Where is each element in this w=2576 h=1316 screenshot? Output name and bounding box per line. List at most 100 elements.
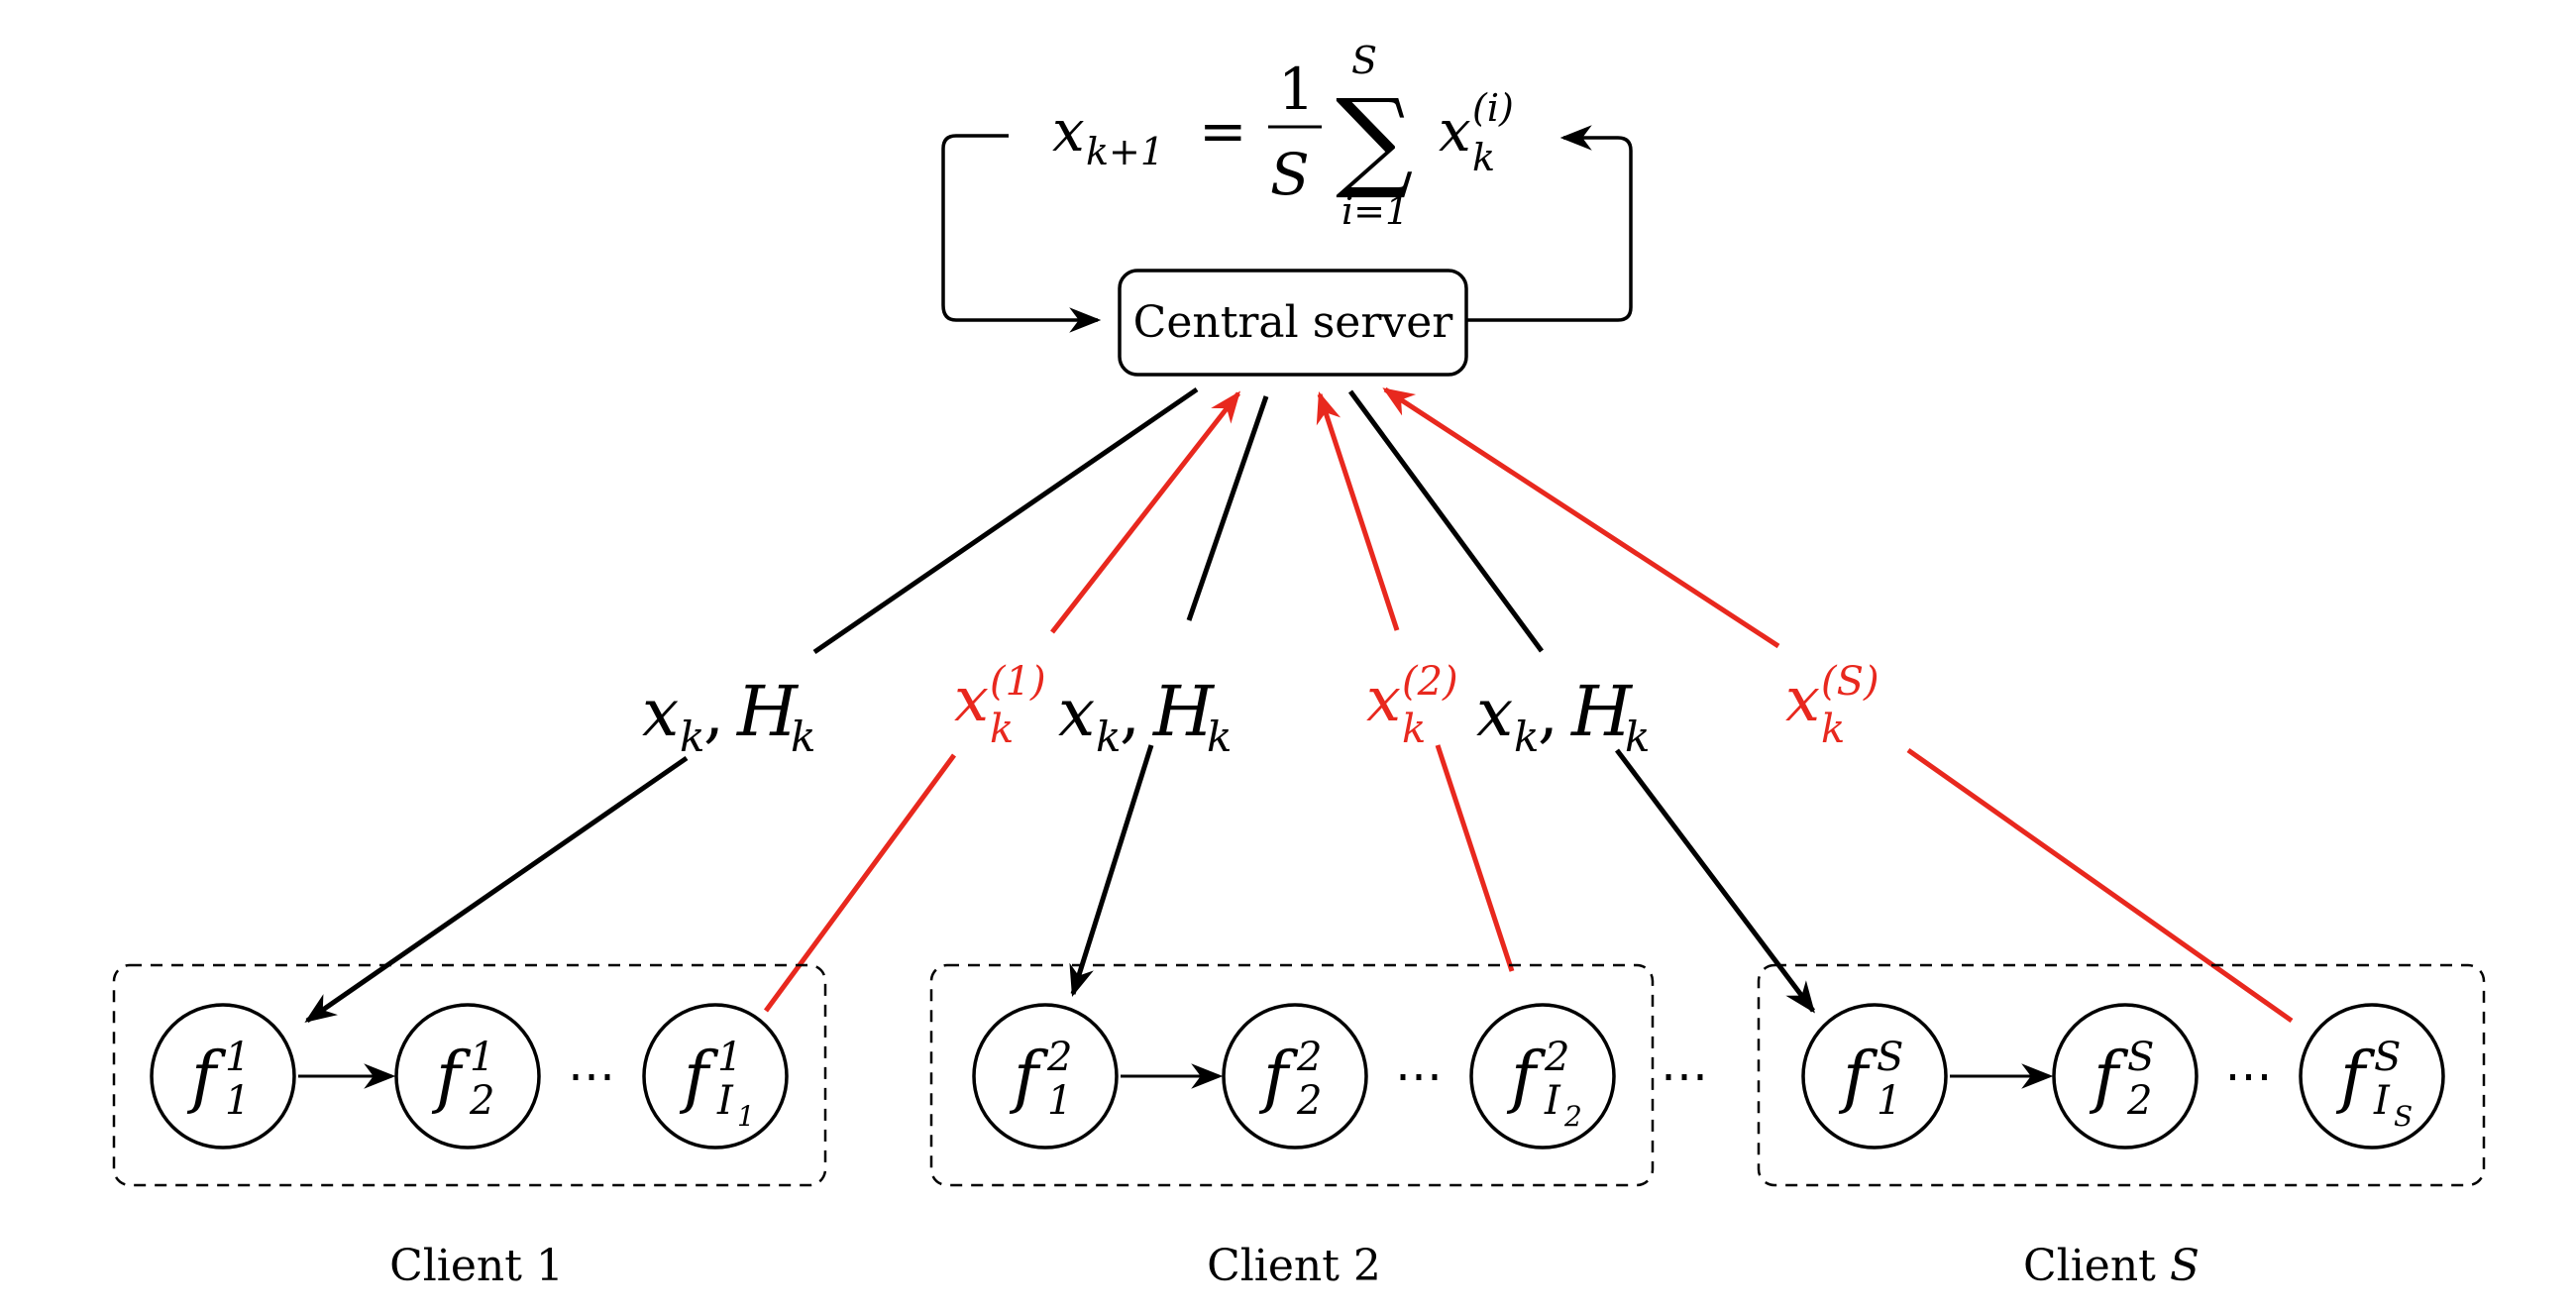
broadcast-label-history: H	[1151, 671, 1216, 752]
upload-line-2-lower	[1435, 744, 1515, 972]
node-superscript: 2	[1544, 1035, 1569, 1080]
loop-arrow-right	[1466, 125, 1633, 322]
loop-arrow-left	[941, 134, 1102, 333]
upload-label-var: x	[1785, 663, 1820, 735]
node-circle	[1222, 1003, 1368, 1150]
node-sub-subscript: 1	[737, 1100, 755, 1133]
client-caption: Client S	[2023, 1241, 2200, 1291]
broadcast-label-var: x	[1058, 675, 1095, 751]
broadcast-label-separator: ,	[1120, 675, 1140, 751]
upload-line-1-lower	[763, 753, 957, 1013]
upload-arrows	[763, 386, 2294, 1024]
node-subscript: I	[1544, 1078, 1561, 1124]
node-subscript: I	[2373, 1078, 2391, 1124]
formula-term-subscript: k	[1472, 136, 1495, 179]
clients-ellipsis: ⋯	[1661, 1048, 1708, 1104]
node-circle	[2299, 1003, 2445, 1150]
formula-equals: =	[1199, 97, 1247, 164]
node-subscript: 1	[1047, 1078, 1072, 1124]
client-box	[112, 963, 827, 1187]
node-superscript: S	[2127, 1035, 2154, 1080]
node-subscript: 2	[469, 1078, 494, 1124]
client-box	[929, 963, 1655, 1187]
upload-label-superscript: (S)	[1821, 659, 1879, 705]
node-subscript: 2	[1296, 1078, 1322, 1124]
formula-lhs-subscript: k+1	[1086, 130, 1164, 173]
formula-lhs-var: x	[1052, 97, 1085, 164]
broadcast-label-var: x	[1476, 675, 1513, 751]
node-subscript: 1	[225, 1078, 250, 1124]
broadcast-label-history-subscript: k	[791, 713, 815, 761]
formula-fraction-denominator: S	[1270, 141, 1310, 208]
node-ellipsis: ⋯	[1395, 1048, 1443, 1104]
upload-label-var: x	[954, 663, 989, 735]
client-caption: Client 2	[1207, 1241, 1381, 1291]
formula-fraction-numerator: 1	[1278, 55, 1315, 123]
node-subscript: 1	[1877, 1078, 1901, 1124]
formula-sum-symbol: ∑	[1336, 75, 1414, 202]
node-circle	[1801, 1003, 1948, 1150]
broadcast-label-history-subscript: k	[1207, 713, 1232, 761]
broadcast-arrows	[304, 386, 1815, 1024]
node-sub-subscript: S	[2394, 1100, 2413, 1133]
broadcast-label-history: H	[1569, 671, 1634, 752]
node-circle	[642, 1003, 789, 1150]
formula-sum-upper-limit: S	[1351, 39, 1377, 82]
upload-label-subscript: k	[990, 707, 1014, 752]
upload-arrow-3	[1382, 386, 1780, 649]
formula-term-var: x	[1439, 97, 1471, 164]
node-circle	[394, 1003, 541, 1150]
node-superscript: 1	[717, 1035, 742, 1080]
broadcast-label-history-subscript: k	[1625, 713, 1650, 761]
upload-arrow-1	[1050, 390, 1240, 634]
node-superscript: S	[1877, 1035, 1903, 1080]
central-server-label: Central server	[1133, 297, 1454, 348]
broadcast-arrow-3	[1615, 748, 1815, 1014]
update-formula: x k+1 = 1 S ∑ S i=1 x k (i)	[1052, 39, 1514, 233]
node-superscript: 1	[470, 1035, 494, 1080]
node-ellipsis: ⋯	[568, 1048, 615, 1104]
broadcast-label-separator: ,	[1538, 675, 1558, 751]
node-subscript: 2	[2126, 1078, 2152, 1124]
node-superscript: 2	[1296, 1035, 1322, 1080]
upload-label-superscript: (2)	[1402, 659, 1458, 705]
upload-line-3-lower	[1906, 747, 2294, 1024]
client-caption: Client 1	[389, 1241, 564, 1291]
broadcast-line-2-upper	[1186, 395, 1269, 621]
upload-label-subscript: k	[1821, 707, 1845, 752]
broadcast-label-subscript: k	[680, 713, 704, 761]
broadcast-line-3-upper	[1347, 389, 1545, 653]
node-circle	[972, 1003, 1119, 1150]
broadcast-label-history: H	[735, 671, 800, 752]
node-superscript: 2	[1046, 1035, 1072, 1080]
node-superscript: 1	[225, 1035, 250, 1080]
node-circle	[2052, 1003, 2199, 1150]
upload-label-var: x	[1366, 663, 1401, 735]
formula-term-superscript: (i)	[1472, 86, 1514, 130]
broadcast-arrow-1	[304, 755, 689, 1024]
node-subscript: I	[716, 1078, 734, 1124]
broadcast-label-var: x	[642, 675, 679, 751]
client-box	[1757, 963, 2486, 1187]
broadcast-label-subscript: k	[1514, 713, 1539, 761]
upload-label-superscript: (1)	[990, 659, 1046, 705]
